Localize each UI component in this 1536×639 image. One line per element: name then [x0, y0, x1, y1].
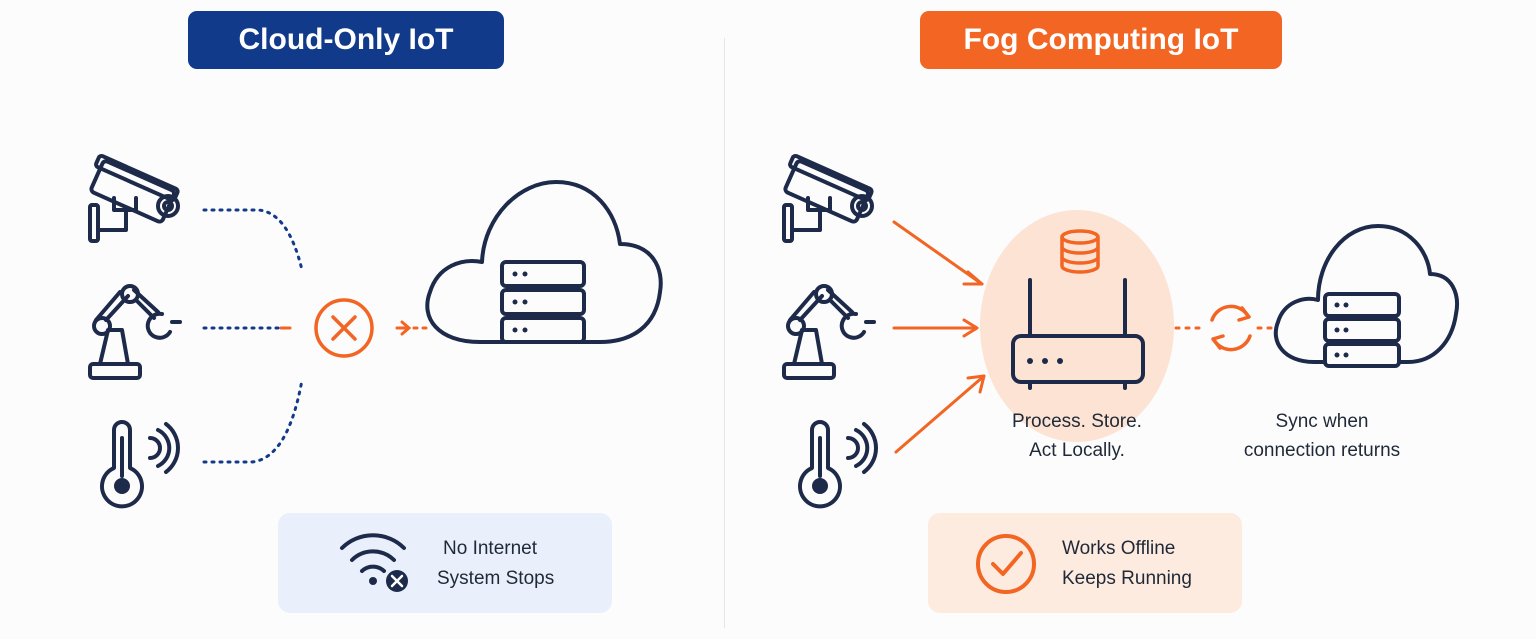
database-icon [1060, 229, 1100, 274]
fog-status-box [928, 513, 1242, 613]
fog-node-caption: Process. Store. Act Locally. [988, 407, 1166, 465]
wifi-off-icon [340, 533, 408, 592]
router-icon [1011, 278, 1145, 390]
cloud-status-line2: System Stops [437, 568, 555, 589]
cloud-status-text: No Internet System Stops [437, 534, 554, 594]
thermometer-sensor-icon-right [798, 420, 878, 509]
cloud-server-icon [425, 180, 663, 344]
cloud-status-line1: No Internet [443, 538, 537, 559]
x-circle-icon [314, 298, 374, 358]
fog-status-text: Works Offline Keeps Running [1062, 534, 1192, 594]
cloud-server-icon-right [1273, 224, 1459, 368]
section-divider [724, 38, 725, 628]
cloud-status-box [278, 513, 612, 613]
cloud-link-dashed [395, 320, 434, 336]
security-camera-icon-right [782, 153, 874, 243]
sync-icon [1210, 304, 1252, 352]
sync-caption: Sync when connection returns [1222, 407, 1422, 465]
security-camera-icon [88, 153, 180, 243]
left-dotted-connectors [202, 208, 304, 464]
fog-status-line2: Keeps Running [1062, 568, 1192, 589]
fog-node-caption-line2: Act Locally. [1029, 440, 1125, 461]
robotic-arm-icon [88, 284, 182, 380]
robotic-arm-icon-right [782, 284, 876, 380]
thermometer-sensor-icon [100, 420, 180, 509]
sync-caption-line1: Sync when [1275, 411, 1369, 432]
check-circle-icon [976, 534, 1036, 594]
fog-computing-title: Fog Computing IoT [920, 11, 1282, 69]
fog-status-line1: Works Offline [1062, 538, 1176, 559]
device-to-fog-arrows [892, 220, 986, 454]
cloud-only-title: Cloud-Only IoT [188, 11, 504, 69]
sync-caption-line2: connection returns [1243, 440, 1401, 461]
fog-node-caption-line1: Process. Store. [1012, 411, 1142, 432]
